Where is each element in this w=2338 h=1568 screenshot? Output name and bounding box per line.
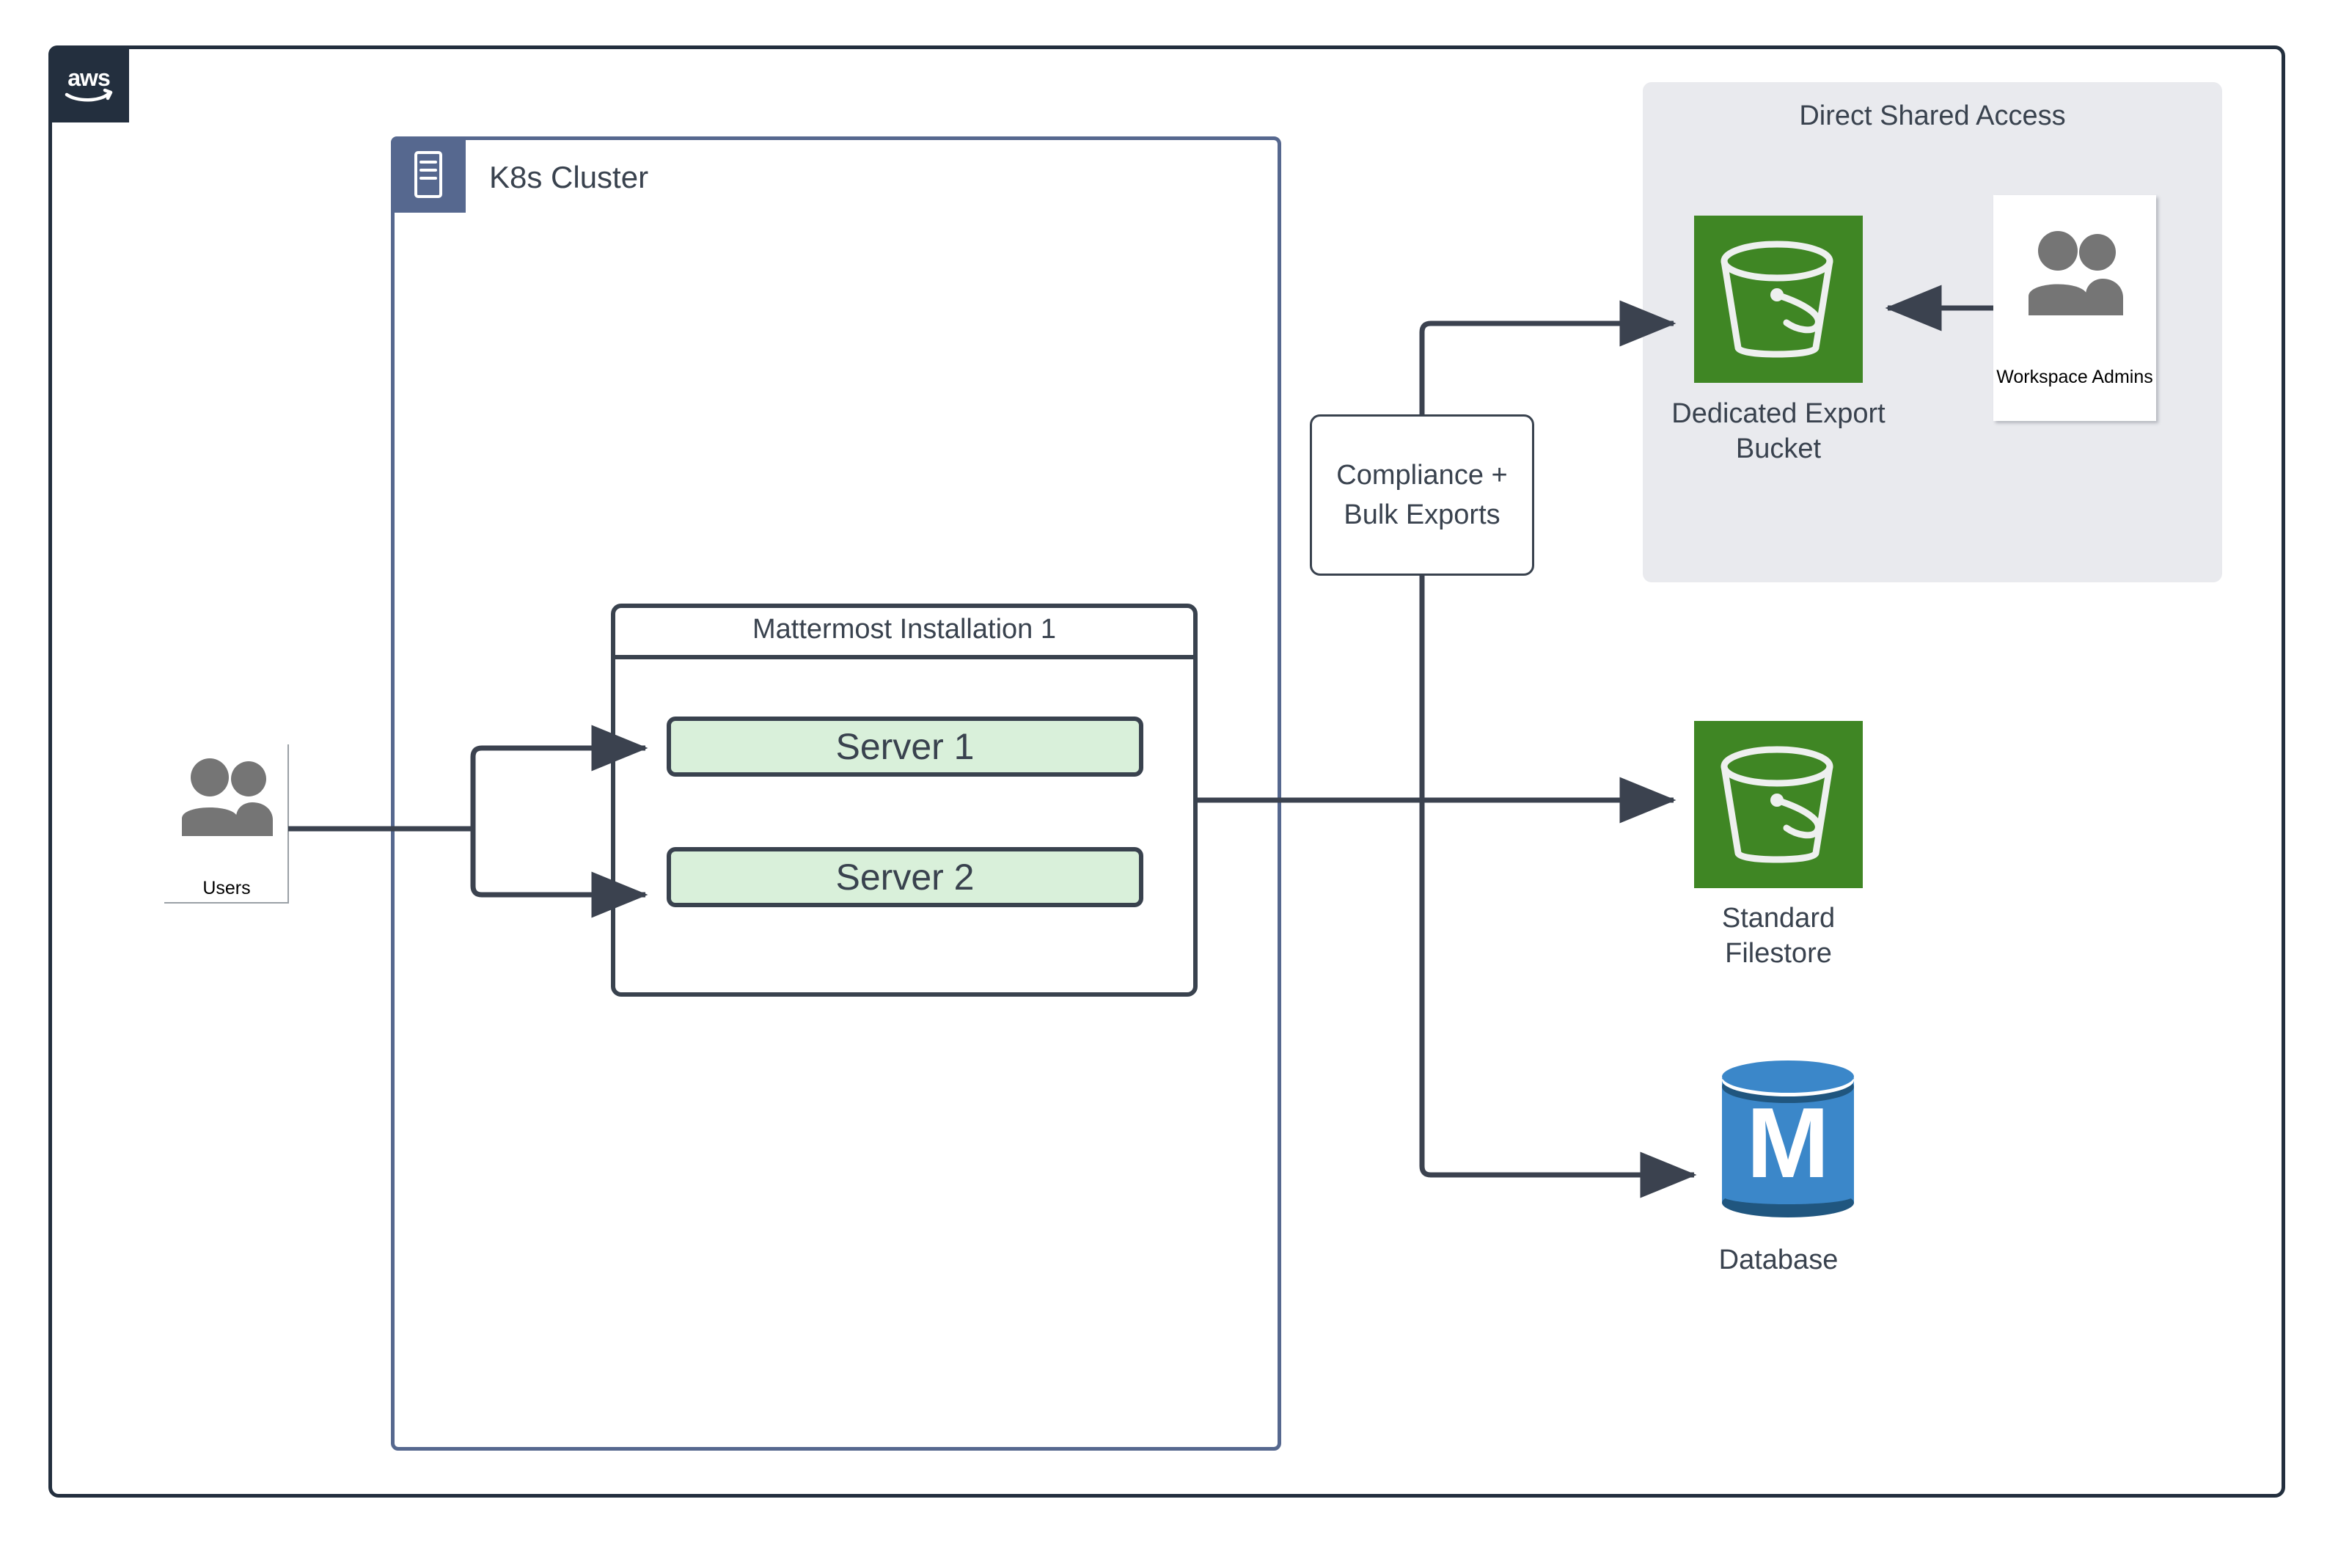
server-1-node[interactable]: Server 1: [667, 717, 1143, 777]
dedicated-export-bucket-label: Dedicated Export Bucket: [1671, 398, 1886, 464]
database-badge-letter: M: [1746, 1087, 1829, 1198]
aws-logo-icon: aws: [48, 45, 129, 122]
mattermost-installation-box: [611, 604, 1198, 997]
compliance-bulk-exports-node[interactable]: Compliance + Bulk Exports: [1310, 414, 1534, 576]
k8s-cluster-title: K8s Cluster: [489, 160, 649, 194]
direct-shared-access-title: Direct Shared Access: [1799, 100, 2066, 131]
svg-text:aws: aws: [67, 65, 110, 91]
compliance-bulk-exports-label: Compliance + Bulk Exports: [1336, 460, 1508, 530]
s3-bucket-icon[interactable]: [1694, 216, 1863, 383]
s3-bucket-icon[interactable]: [1694, 721, 1863, 888]
database-label: Database: [1718, 1245, 1839, 1275]
server-2-label: Server 2: [835, 857, 975, 898]
workspace-admins-label: Workspace Admins: [1996, 367, 2153, 387]
k8s-cluster-boundary: [391, 136, 1281, 1451]
mattermost-database-icon[interactable]: M: [1715, 1056, 1861, 1225]
people-icon: [2024, 227, 2127, 315]
mattermost-installation-titlebar: Mattermost Installation 1: [611, 604, 1198, 659]
users-node-label: Users: [202, 878, 251, 898]
server-rack-icon: [391, 136, 466, 213]
server-2-node[interactable]: Server 2: [667, 847, 1143, 907]
server-1-label: Server 1: [835, 726, 975, 767]
standard-filestore-label: Standard Filestore: [1721, 903, 1836, 969]
people-icon: [176, 755, 279, 836]
mattermost-installation-title: Mattermost Installation 1: [752, 613, 1056, 645]
